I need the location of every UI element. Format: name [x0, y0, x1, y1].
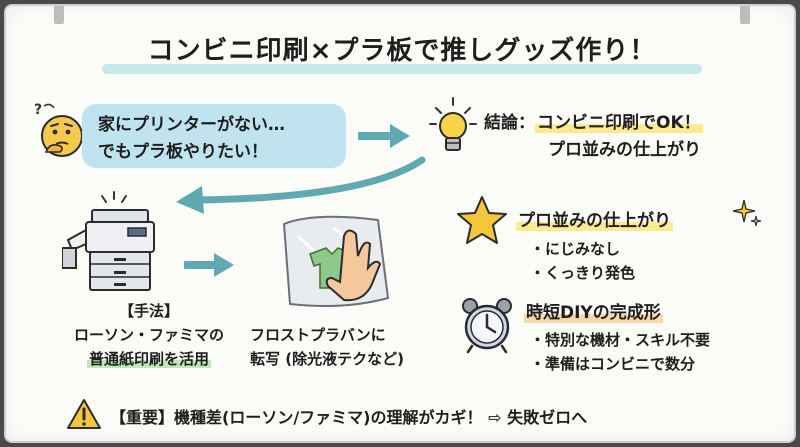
star-icon — [457, 196, 507, 244]
page-title: コンビニ印刷×プラ板で推しグッズ作り！ — [147, 36, 657, 66]
warning-icon — [67, 399, 101, 429]
problem-line-2: でもプラ板やりたい！ — [98, 142, 268, 162]
svg-text:?: ? — [34, 102, 42, 118]
board-clip-right — [740, 6, 750, 24]
problem-line-1: 家にプリンターがない… — [98, 115, 285, 135]
pro-finish-title: プロ並みの仕上がり — [516, 206, 673, 231]
conclusion-prefix: 結論： — [484, 113, 535, 133]
lightbulb-icon — [429, 97, 477, 151]
thinking-face-icon: ? — [34, 102, 83, 157]
printer-icon — [62, 191, 155, 291]
arrow-right-icon — [358, 124, 410, 148]
transfer-line-2: 転写 (除光液テクなど) — [250, 350, 404, 368]
warning-label: 【重要】 — [110, 408, 175, 427]
title-underline — [102, 64, 702, 74]
time-saving-bullet-2: ・準備はコンビニで数分 — [530, 355, 696, 373]
method-label: 【手法】 — [118, 302, 179, 320]
conclusion-line-1: 結論：コンビニ印刷でOK！ — [484, 108, 703, 133]
plastic-sheet-hand-icon — [282, 215, 390, 307]
time-saving-title: 時短DIYの完成形 — [524, 298, 663, 323]
whiteboard: コンビニ印刷×プラ板で推しグッズ作り！ ? 家にプリンターがない… でもプラ板や… — [4, 4, 796, 443]
arrow-right-icon-2 — [184, 253, 234, 277]
time-saving-bullet-1: ・特別な機材・スキル不要 — [530, 331, 711, 349]
warning-text: 【重要】機種差(ローソン/ファミマ)の理解がカギ！ ⇨ 失敗ゼロへ — [110, 404, 587, 428]
conclusion-highlight: コンビニ印刷でOK！ — [535, 113, 703, 133]
pro-finish-title-text: プロ並みの仕上がり — [516, 211, 673, 231]
pro-finish-bullet-1: ・にじみなし — [530, 240, 621, 258]
warning-result: 失敗ゼロへ — [507, 408, 588, 427]
pro-finish-bullet-2: ・くっきり発色 — [530, 264, 636, 282]
method-line-2: ローソン・ファミマの — [73, 326, 224, 344]
conclusion-line-2: プロ並みの仕上がり — [548, 140, 701, 160]
warning-arrow: ⇨ — [488, 408, 502, 427]
board-clip-left — [54, 6, 64, 24]
problem-bubble — [82, 104, 346, 168]
sparkle-icon — [732, 199, 762, 227]
method-line-3: 普通紙印刷を活用 — [6, 348, 292, 369]
warning-body: 機種差(ローソン/ファミマ)の理解がカギ！ — [174, 408, 483, 427]
alarm-clock-icon — [462, 298, 512, 354]
method-line-3-text: 普通紙印刷を活用 — [86, 350, 211, 368]
time-saving-title-text: 時短DIYの完成形 — [524, 303, 663, 323]
transfer-line-1: フロストプラバンに — [250, 326, 386, 344]
curved-arrow-icon — [176, 156, 426, 214]
